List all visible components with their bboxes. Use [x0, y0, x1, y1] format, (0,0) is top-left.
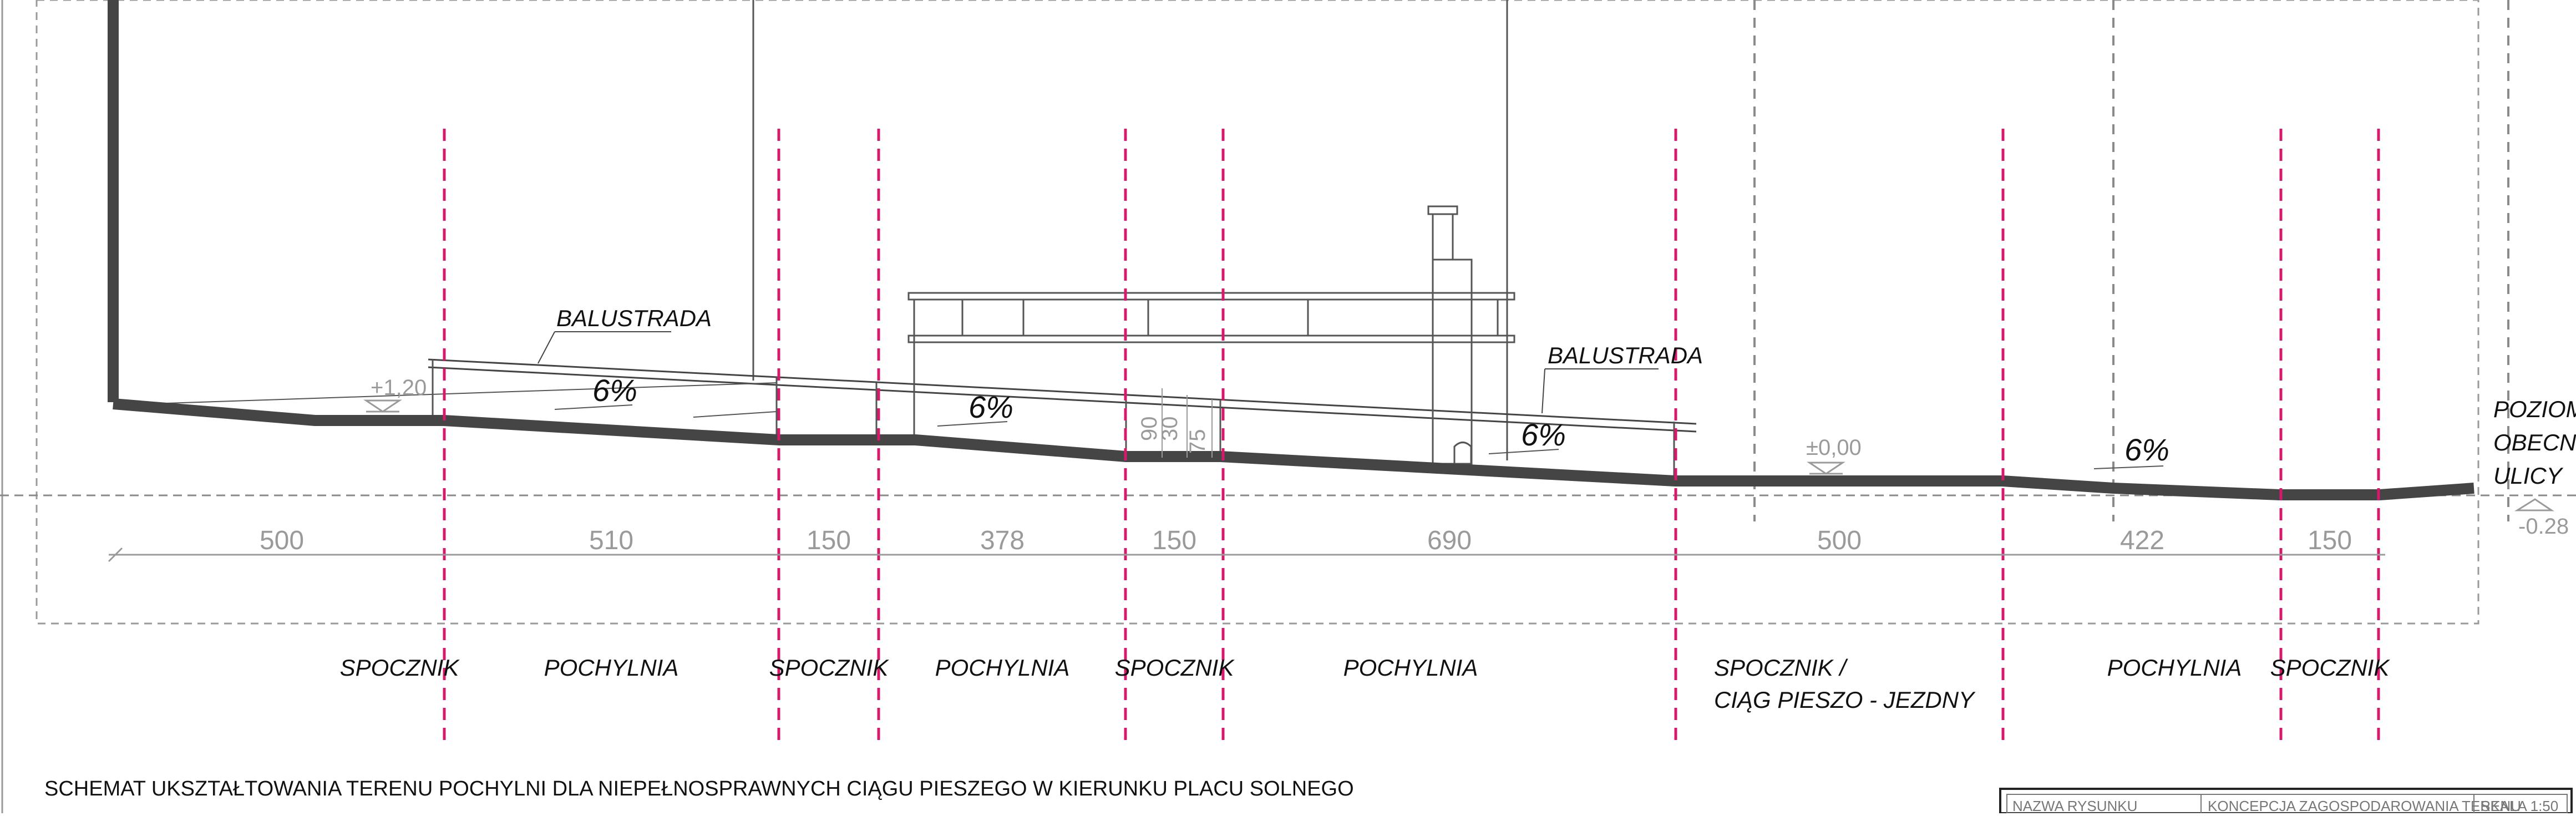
level-zero: ±0,00 [1806, 435, 1862, 460]
segment-label-7: SPOCZNIK / [1714, 655, 1848, 681]
terrain-profile [113, 398, 2474, 500]
dimension-value-9: 150 [2308, 526, 2352, 555]
slope-label-4: 6% [2124, 432, 2169, 467]
balustrade-label-left: BALUSTRADA [556, 305, 712, 331]
slope-label-2: 6% [968, 389, 1013, 424]
pavilion-roof-top [907, 292, 1515, 301]
slope-underline-1 [554, 404, 633, 410]
balustrade-rail-bottom [428, 366, 1697, 433]
segment-label-7b: CIĄG PIESZO - JEZDNY [1714, 687, 1976, 713]
dimension-value-1: 500 [260, 526, 304, 555]
pavilion-roof-bottom [907, 334, 1515, 343]
segment-label-9: SPOCZNIK [2270, 655, 2391, 681]
dimension-value-6: 690 [1427, 526, 1472, 555]
inner-slope-line-2 [693, 411, 777, 418]
street-level-line-3: ULICY [2493, 463, 2564, 489]
height-90: 90 [1137, 417, 1162, 442]
slope-underline-3 [1488, 449, 1559, 454]
level-marker-start [363, 399, 402, 413]
level-street: -0.28 [2518, 514, 2569, 539]
dimension-value-4: 378 [980, 526, 1025, 555]
balustrade-leader-left-2 [537, 331, 555, 364]
chimney-shaft [1432, 259, 1473, 465]
balustrade-label-right: BALUSTRADA [1548, 342, 1703, 368]
segment-label-6: POCHYLNIA [1343, 655, 1478, 681]
segment-label-5: SPOCZNIK [1115, 655, 1235, 681]
chimney-cap [1427, 205, 1458, 215]
dimension-value-8: 422 [2120, 526, 2164, 555]
segment-label-1: SPOCZNIK [340, 655, 460, 681]
segment-label-4: POCHYLNIA [935, 655, 1070, 681]
segment-label-8: POCHYLNIA [2107, 655, 2242, 681]
dimension-value-3: 150 [807, 526, 851, 555]
balustrade-leader-right-2 [1541, 368, 1545, 414]
dimension-value-5: 150 [1152, 526, 1196, 555]
chimney-opening [1453, 442, 1472, 464]
title-block-scale-label: SKALA 1:50 [2481, 798, 2558, 813]
level-marker-zero [1807, 462, 1845, 475]
height-75: 75 [1185, 429, 1210, 454]
street-level-line-2: OBECNEJ [2493, 429, 2576, 455]
dimension-value-2: 510 [589, 526, 633, 555]
title-block-name-value: KONCEPCJA ZAGOSPODAROWANIA TERENU [2208, 798, 2521, 813]
inner-slope-line-1 [116, 382, 777, 406]
dimension-value-7: 500 [1817, 526, 1862, 555]
level-marker-street [2514, 498, 2554, 511]
street-level-line-1: POZIOM [2493, 396, 2576, 422]
height-30: 30 [1158, 417, 1182, 442]
segment-label-2: POCHYLNIA [544, 655, 679, 681]
drawing-title: SCHEMAT UKSZTAŁTOWANIA TERENU POCHYLNI D… [44, 777, 1354, 800]
slope-underline-2 [937, 421, 1008, 427]
slope-label-1: 6% [592, 373, 637, 408]
dimension-tick [108, 547, 123, 562]
segment-label-3: SPOCZNIK [769, 655, 890, 681]
dashed-frame [36, 0, 2479, 625]
slope-label-3: 6% [1521, 417, 1566, 452]
slope-underline-4 [2093, 465, 2164, 469]
chimney-head [1432, 213, 1454, 261]
level-start: +1,20 [371, 376, 427, 400]
balustrade-rail-top [428, 358, 1697, 425]
title-block-name-label: NAZWA RYSUNKU [2012, 798, 2137, 813]
